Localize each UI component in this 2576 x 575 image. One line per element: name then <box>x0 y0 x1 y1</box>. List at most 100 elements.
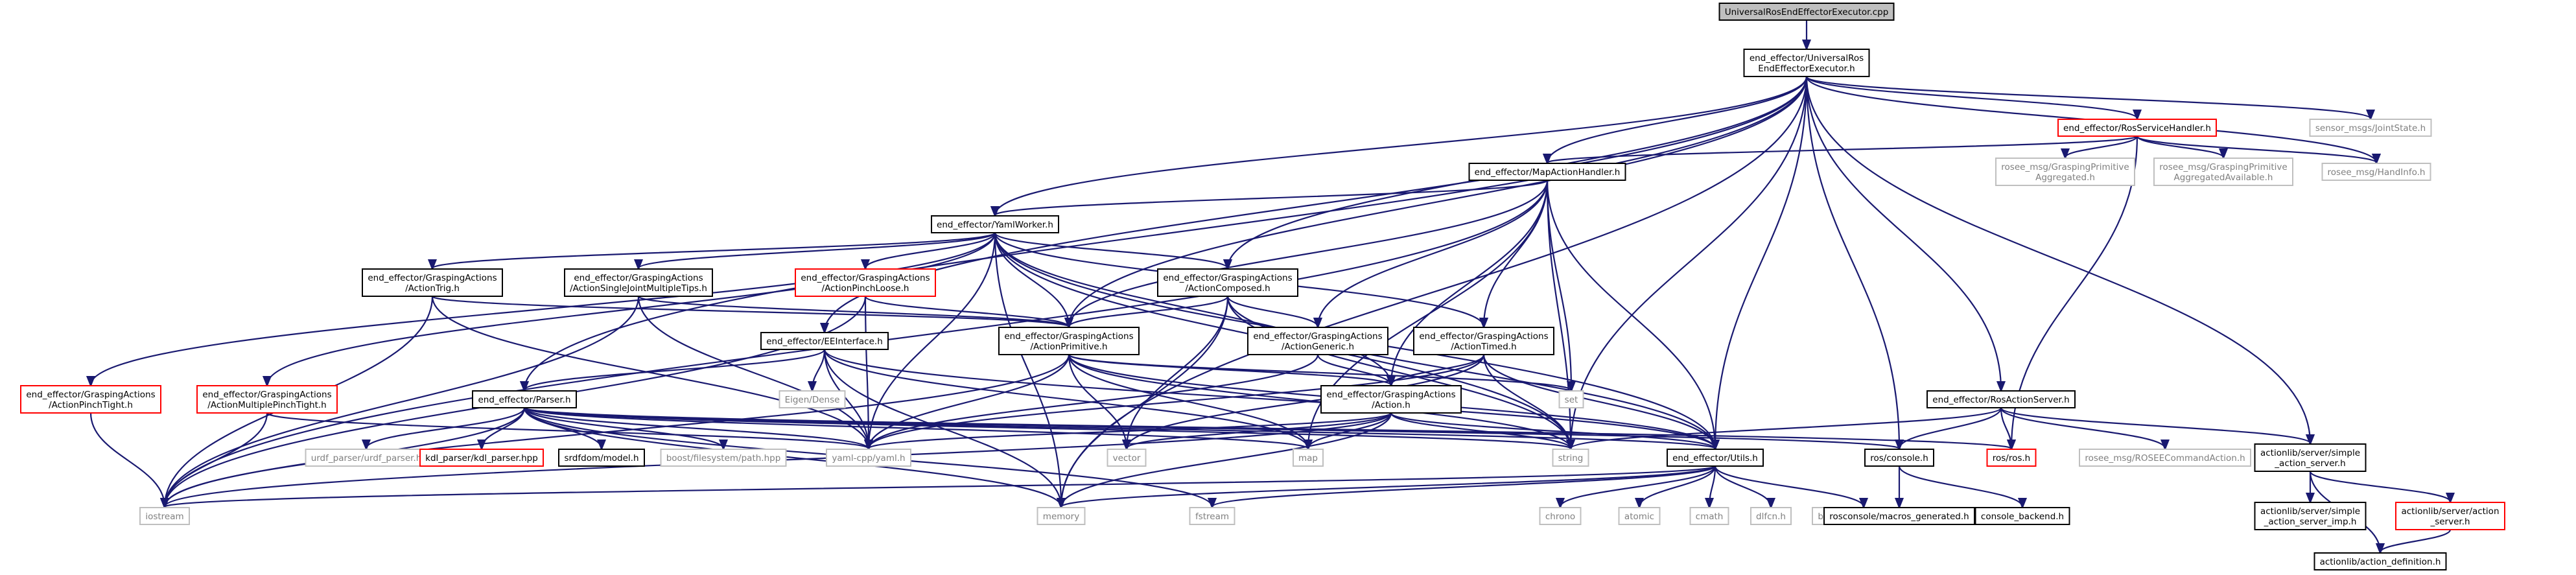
node-box <box>20 385 161 414</box>
edge-ras-rcmd <box>2000 407 2165 449</box>
edge-ploose-prim <box>864 295 1069 327</box>
node-box <box>2309 119 2432 137</box>
node-label: end_effector/RosActionServer.h <box>1932 395 2069 405</box>
node-action[interactable]: end_effector/GraspingActions/Action.h <box>1320 385 1462 414</box>
node-label: actionlib/server/simple <box>2260 448 2360 458</box>
edge-yaml-yamlcpp <box>869 232 996 449</box>
node-rmacro[interactable]: rosconsole/macros_generated.h <box>1823 507 1975 525</box>
node-label: rosee_msg/GraspingPrimitive <box>2001 162 2129 172</box>
node-label: cmath <box>1696 511 1724 522</box>
node-yaml[interactable]: end_effector/YamlWorker.h <box>931 215 1059 233</box>
node-atomic: atomic <box>1618 507 1661 525</box>
node-label: /ActionTrig.h <box>405 283 460 294</box>
edge-ptight-iostream <box>89 412 165 507</box>
node-label: map <box>1298 453 1318 464</box>
node-eigen: Eigen/Dense <box>779 390 846 408</box>
node-label: /ActionPrimitive.h <box>1030 342 1107 352</box>
node-sas[interactable]: actionlib/server/simple_action_server.h <box>2254 443 2367 472</box>
edge-eei-yamlcpp <box>823 349 869 449</box>
node-label: end_effector/GraspingActions <box>574 273 703 283</box>
node-parser[interactable]: end_effector/Parser.h <box>472 390 577 408</box>
node-rsh[interactable]: end_effector/RosServiceHandler.h <box>2057 119 2217 137</box>
node-timed[interactable]: end_effector/GraspingActions/ActionTimed… <box>1413 327 1554 355</box>
node-label: actionlib/server/simple <box>2260 506 2360 517</box>
edge-yaml-memory <box>994 232 1061 507</box>
edge-ureee-prim <box>1069 76 1808 327</box>
node-box <box>1413 327 1554 355</box>
edge-sjmt-iostream <box>165 296 640 507</box>
node-box <box>931 215 1059 233</box>
node-composed[interactable]: end_effector/GraspingActions/ActionCompo… <box>1157 268 1298 297</box>
node-srdf[interactable]: srdfdom/model.h <box>558 449 645 467</box>
node-label: EndEffectorExecutor.h <box>1758 64 1855 74</box>
edge-ureee-string <box>1571 76 1808 449</box>
node-generic[interactable]: end_effector/GraspingActions/ActionGener… <box>1247 327 1388 355</box>
node-asrv[interactable]: actionlib/server/action_server.h <box>2395 502 2505 530</box>
edge-utils-cmath <box>1709 465 1716 507</box>
node-string: string <box>1552 449 1589 467</box>
node-box <box>826 449 911 467</box>
node-mah[interactable]: end_effector/MapActionHandler.h <box>1468 163 1626 181</box>
node-eei[interactable]: end_effector/EEInterface.h <box>760 332 889 350</box>
edge-parser-bfp <box>523 407 723 449</box>
node-sjmt[interactable]: end_effector/GraspingActions/ActionSingl… <box>564 268 713 297</box>
node-sensor: sensor_msgs/JointState.h <box>2309 119 2432 137</box>
node-label: sensor_msgs/JointState.h <box>2315 123 2426 134</box>
edge-parser-yamlcpp <box>523 407 869 449</box>
node-root[interactable]: UniversalRosEndEffectorExecutor.cpp <box>1718 3 1895 21</box>
node-label: end_effector/GraspingActions <box>1419 331 1548 342</box>
edge-mah-utils <box>1546 180 1715 449</box>
node-cbackend[interactable]: console_backend.h <box>1974 507 2070 525</box>
node-label: actionlib/action_definition.h <box>2320 557 2441 567</box>
node-utils[interactable]: end_effector/Utils.h <box>1667 449 1764 467</box>
node-label: console_backend.h <box>1981 511 2064 522</box>
node-mptight[interactable]: end_effector/GraspingActions/ActionMulti… <box>196 385 338 414</box>
node-label: end_effector/Utils.h <box>1672 453 1758 464</box>
node-box <box>2321 163 2431 181</box>
node-rconsole[interactable]: ros/console.h <box>1864 449 1934 467</box>
node-ptight[interactable]: end_effector/GraspingActions/ActionPinch… <box>20 385 161 414</box>
edge-yaml-sjmt <box>638 231 996 268</box>
edge-rsh-mah <box>1547 135 2138 163</box>
node-trig[interactable]: end_effector/GraspingActions/ActionTrig.… <box>362 268 503 297</box>
node-iostream: iostream <box>139 507 190 525</box>
node-prim[interactable]: end_effector/GraspingActions/ActionPrimi… <box>998 327 1140 355</box>
node-kdl[interactable]: kdl_parser/kdl_parser.hpp <box>419 449 544 467</box>
node-ploose[interactable]: end_effector/GraspingActions/ActionPinch… <box>795 268 936 297</box>
node-box <box>1743 49 1870 77</box>
node-label: end_effector/GraspingActions <box>1004 331 1133 342</box>
node-label: kdl_parser/kdl_parser.hpp <box>425 453 538 464</box>
node-label: end_effector/GraspingActions <box>1253 331 1382 342</box>
node-label: actionlib/server/action <box>2401 506 2499 517</box>
edge-yaml-mptight <box>267 232 996 385</box>
node-ras[interactable]: end_effector/RosActionServer.h <box>1926 390 2076 408</box>
edge-ureee-utils <box>1715 76 1808 449</box>
node-box <box>564 268 713 297</box>
node-label: /Action.h <box>1372 400 1411 410</box>
node-cmath: cmath <box>1689 507 1729 525</box>
edge-yaml-ploose <box>865 232 996 268</box>
edge-action-yamlcpp <box>869 412 1392 449</box>
edge-mah-generic <box>1318 180 1549 327</box>
node-label: atomic <box>1624 511 1654 522</box>
node-box <box>1558 390 1584 408</box>
node-label: _server.h <box>2430 517 2470 527</box>
edge-rsh-gpaa <box>2136 135 2223 158</box>
node-box <box>1823 507 1975 525</box>
node-label: chrono <box>1545 511 1575 522</box>
edge-yaml-action <box>994 232 1391 385</box>
edge-ras-sas <box>2000 406 2310 443</box>
node-label: /ActionGeneric.h <box>1282 342 1354 352</box>
node-box <box>558 449 645 467</box>
node-rosh[interactable]: ros/ros.h <box>1986 449 2037 467</box>
edge-ras-rosh <box>2000 407 2011 449</box>
node-sasimp[interactable]: actionlib/server/simple_action_server_im… <box>2254 502 2367 530</box>
node-label: rosee_msg/HandInfo.h <box>2328 167 2426 178</box>
node-adef[interactable]: actionlib/action_definition.h <box>2313 552 2447 570</box>
node-fstream: fstream <box>1189 507 1235 525</box>
edge-rsh-handinfo <box>2136 135 2376 163</box>
node-label: ros/console.h <box>1870 453 1928 464</box>
node-ureee[interactable]: end_effector/UniversalRosEndEffectorExec… <box>1743 49 1870 77</box>
node-set: set <box>1558 390 1584 408</box>
